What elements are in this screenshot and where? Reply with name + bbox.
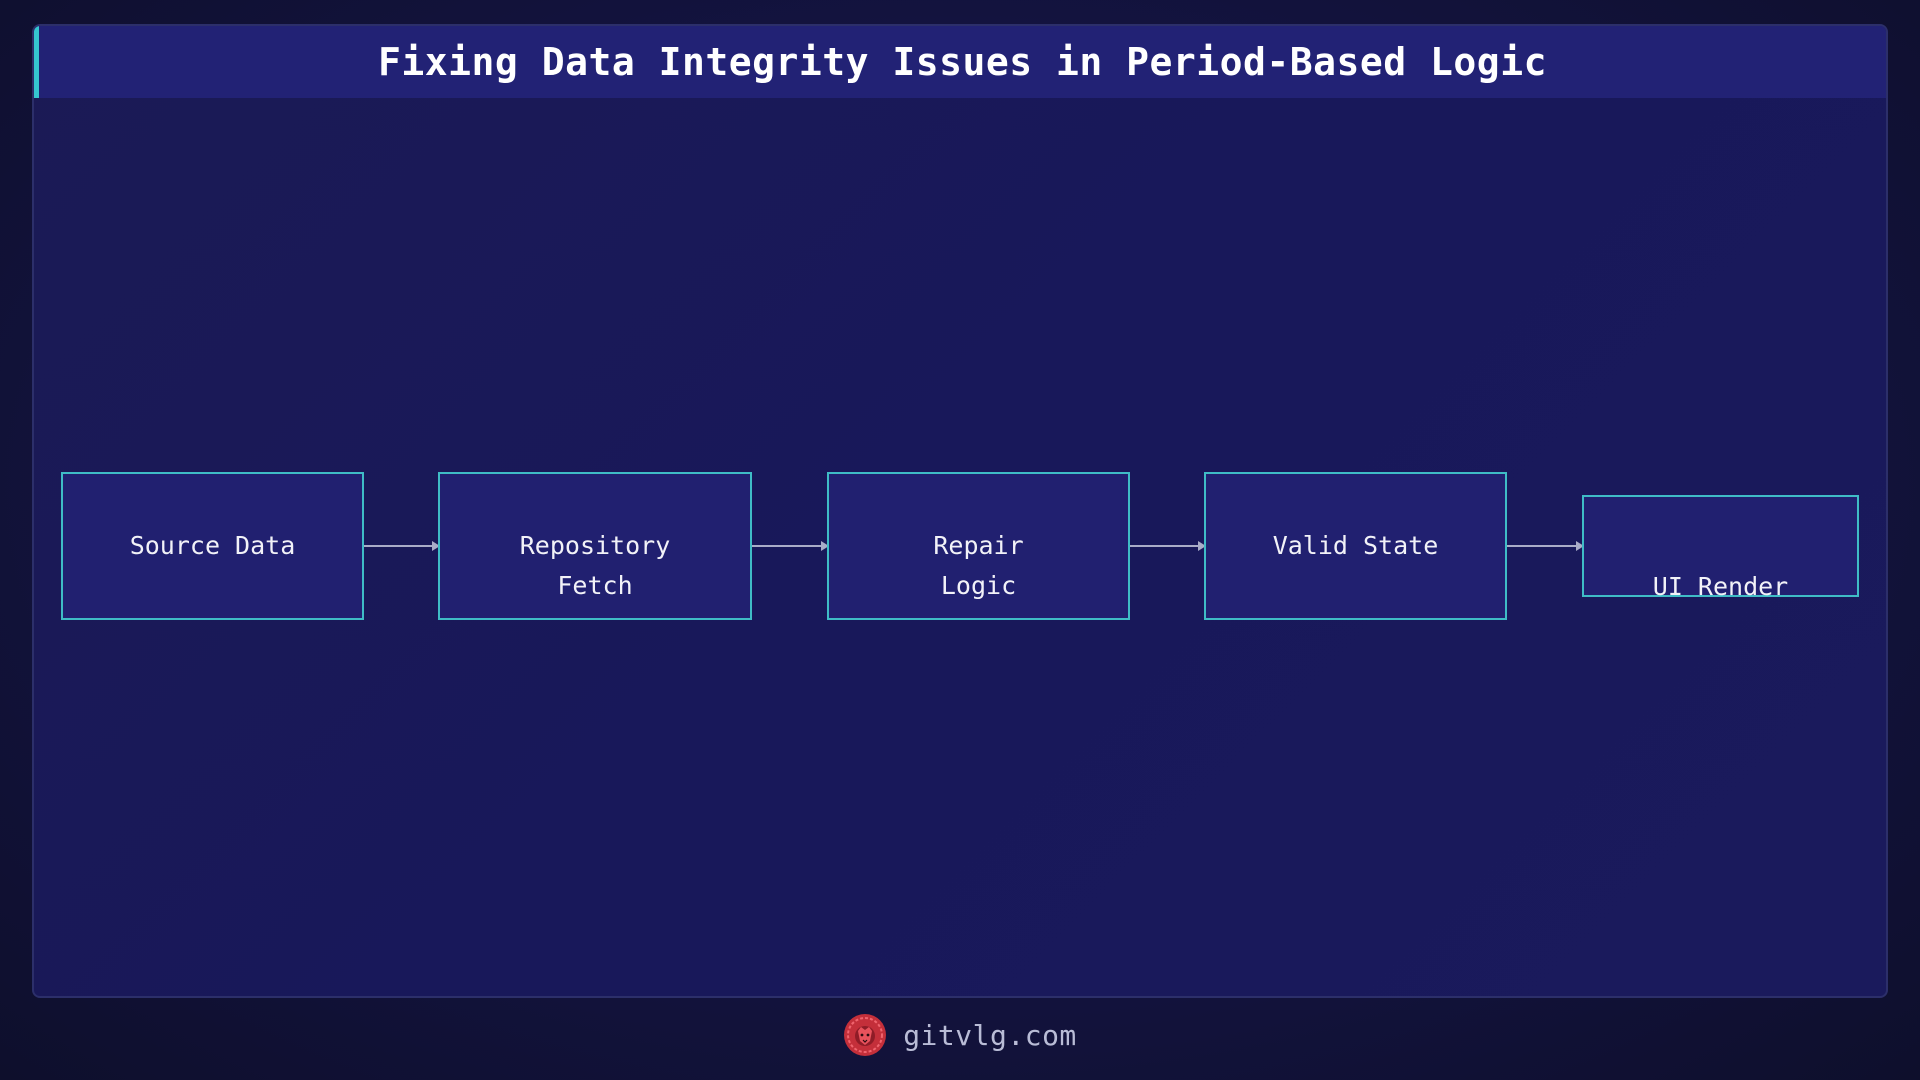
node-label: Valid State bbox=[1272, 531, 1439, 560]
footer: gitvlg.com bbox=[0, 1010, 1920, 1060]
node-label: UI Render bbox=[1652, 572, 1789, 601]
node-label: Repository Fetch bbox=[519, 531, 671, 600]
node-label: Source Data bbox=[129, 531, 296, 560]
site-url[interactable]: gitvlg.com bbox=[903, 1018, 1077, 1052]
title-bar: Fixing Data Integrity Issues in Period-B… bbox=[34, 26, 1886, 98]
node-label: Repair Logic bbox=[933, 531, 1024, 600]
node-repair-logic: Repair Logic bbox=[827, 472, 1130, 620]
node-valid-state: Valid State bbox=[1204, 472, 1507, 620]
node-ui-render: UI Render bbox=[1582, 495, 1859, 601]
page-title: Fixing Data Integrity Issues in Period-B… bbox=[378, 40, 1547, 84]
lion-icon bbox=[844, 1014, 887, 1056]
node-source-data: Source Data bbox=[61, 472, 364, 620]
node-repository-fetch: Repository Fetch bbox=[438, 472, 752, 620]
